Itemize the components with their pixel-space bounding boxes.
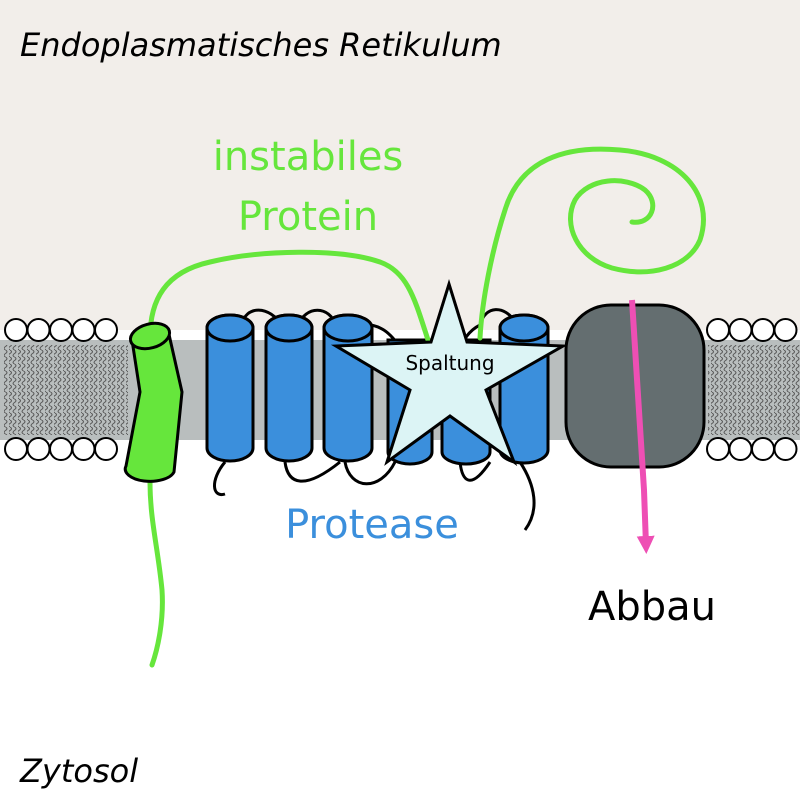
protein-chain-lumen-left bbox=[147, 249, 431, 343]
er-label: Endoplasmatisches Retikulum bbox=[20, 26, 502, 64]
lipid-head bbox=[773, 437, 798, 461]
cytosol-label: Zytosol bbox=[19, 752, 138, 790]
lipid-head bbox=[71, 437, 96, 461]
protease-label: Protease bbox=[285, 502, 459, 548]
lipid-head bbox=[49, 318, 73, 342]
lipid-head bbox=[728, 318, 753, 342]
protein-transmembrane-helix bbox=[123, 321, 184, 483]
lipid-tails-left bbox=[4, 345, 128, 435]
lipid-head bbox=[26, 437, 51, 461]
lipid-head bbox=[71, 318, 96, 342]
lipid-head bbox=[4, 437, 28, 461]
lipid-head bbox=[94, 437, 118, 461]
lipid-head bbox=[94, 318, 118, 342]
lipid-tails-right bbox=[708, 345, 800, 435]
cytosol-region bbox=[0, 450, 800, 800]
cleavage-label: Spaltung bbox=[405, 351, 494, 375]
lipid-head bbox=[49, 437, 73, 461]
lipid-head bbox=[706, 318, 730, 342]
degradation-arrow bbox=[629, 299, 655, 554]
unstable-protein-chain bbox=[147, 146, 706, 668]
lipid-head bbox=[751, 437, 775, 461]
lipid-head bbox=[751, 318, 775, 342]
lipid-head bbox=[26, 318, 51, 342]
degradation-label: Abbau bbox=[588, 584, 716, 630]
protein-label-line1: instabiles bbox=[213, 134, 404, 180]
lipid-head bbox=[4, 318, 28, 342]
lipid-head bbox=[773, 318, 798, 342]
protein-chain-cytosol bbox=[147, 479, 165, 668]
protein-label-line2: Protein bbox=[238, 194, 378, 240]
protein-chain-lumen-right bbox=[477, 146, 706, 341]
lipid-head bbox=[728, 437, 753, 461]
cleavage-star bbox=[330, 278, 569, 467]
lipid-head bbox=[706, 437, 730, 461]
